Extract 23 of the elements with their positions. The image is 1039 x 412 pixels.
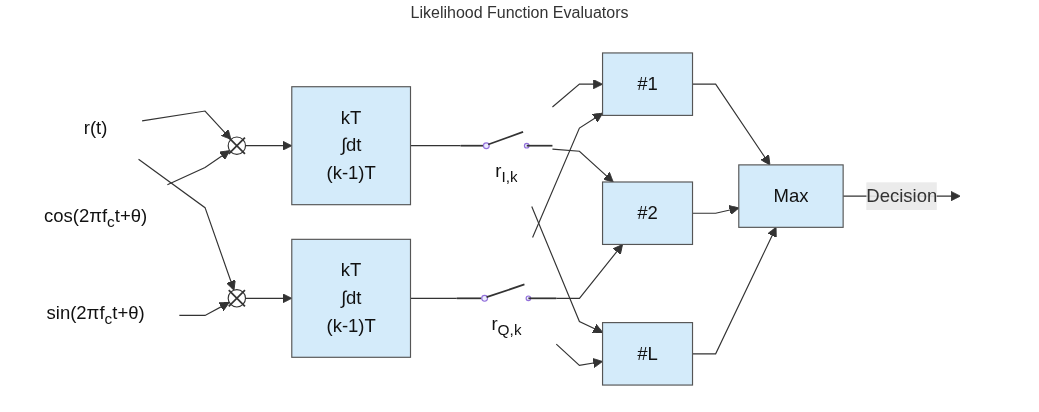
arrow: [555, 244, 623, 299]
node-text: sin(2πf$_{c}$t+θ): [46, 303, 145, 328]
column-heading: Likelihood Function Evaluators: [410, 4, 629, 22]
arrow: [532, 112, 603, 239]
node-text: cos(2πf$_{c}$t+θ): [43, 205, 148, 231]
node-box: kT ∫dt (k-1)T: [291, 238, 412, 358]
node-box: Max: [738, 164, 844, 228]
arrow: [137, 158, 236, 291]
arrow: [531, 205, 603, 334]
node-box: #L: [601, 322, 694, 386]
arrow: [551, 148, 614, 183]
arrow: [178, 301, 230, 316]
edge-label: Decision: [866, 185, 938, 206]
arrow: [555, 343, 603, 369]
node-box: #1: [601, 52, 694, 116]
node-label: r$_{Q,k}$: [491, 313, 522, 339]
node-box: #2: [601, 181, 694, 245]
node-box: kT ∫dt (k-1)T: [291, 86, 412, 206]
arrow: [551, 79, 603, 108]
arrow: [141, 110, 232, 140]
node-label: r$_{I,k}$: [495, 161, 518, 186]
arrow: [166, 150, 231, 186]
node-text: r(t): [83, 117, 108, 138]
